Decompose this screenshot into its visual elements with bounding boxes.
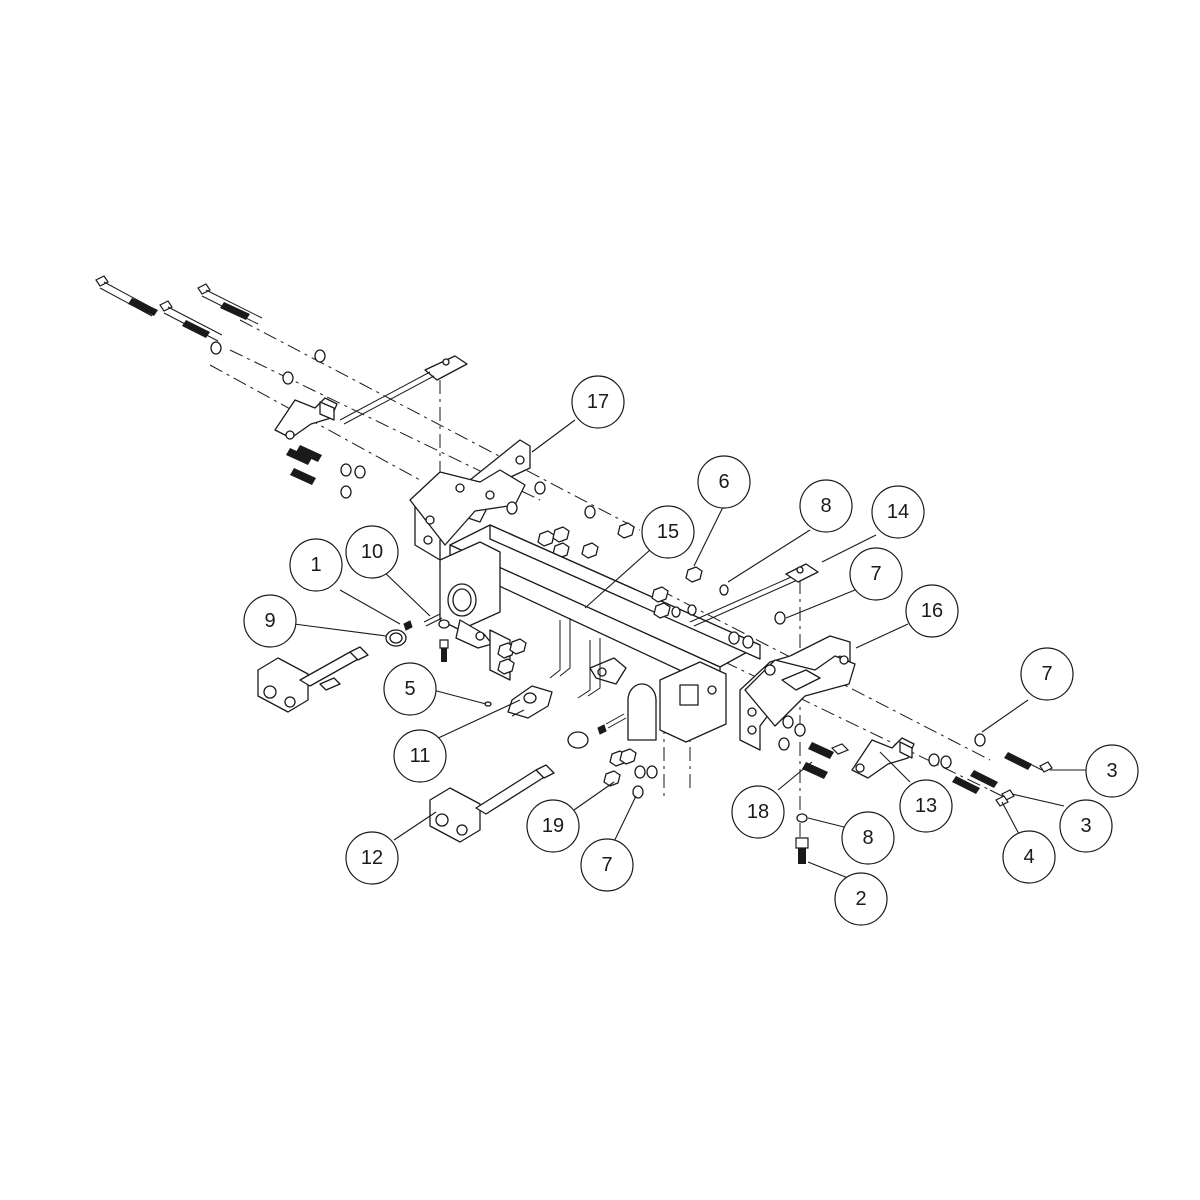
callout-circle (1059, 799, 1113, 853)
small-parts-left (385, 613, 658, 799)
callout-c8a: 8 (799, 479, 853, 533)
callout-circle (289, 538, 343, 592)
callout-number: 19 (542, 815, 564, 837)
callout-circle (243, 594, 297, 648)
callout-c8b: 8 (841, 811, 895, 865)
callout-number: 7 (601, 854, 612, 876)
callout-number: 8 (862, 827, 873, 849)
callout-c16: 16 (905, 584, 959, 638)
callout-c19: 19 (526, 799, 580, 853)
callout-number: 7 (870, 563, 881, 585)
callout-c7c: 7 (580, 838, 634, 892)
callout-number: 7 (1041, 663, 1052, 685)
bracket-16 (739, 563, 856, 751)
callout-number: 6 (718, 471, 729, 493)
callout-circle (799, 479, 853, 533)
callout-number: 15 (657, 521, 679, 543)
callout-number: 18 (747, 801, 769, 823)
callout-c3b: 3 (1059, 799, 1113, 853)
callout-number: 16 (921, 600, 943, 622)
callout-number: 12 (361, 847, 383, 869)
callout-c9: 9 (243, 594, 297, 648)
callout-number: 2 (855, 888, 866, 910)
callout-c13: 13 (899, 779, 953, 833)
callout-circle (697, 455, 751, 509)
callout-number: 10 (361, 541, 383, 563)
long-bolts-upper-left (95, 275, 326, 385)
callout-c12: 12 (345, 831, 399, 885)
callout-circle (841, 811, 895, 865)
safety-hooks (549, 573, 803, 699)
callout-number: 11 (410, 745, 431, 767)
callout-c6: 6 (697, 455, 751, 509)
callout-number: 4 (1023, 846, 1034, 868)
callout-c5: 5 (383, 662, 437, 716)
callout-c4: 4 (1002, 830, 1056, 884)
callout-circle (834, 872, 888, 926)
callout-number: 13 (915, 795, 937, 817)
callout-number: 5 (404, 678, 415, 700)
callout-circle (899, 779, 953, 833)
hardware-near-bracket-17 (286, 445, 635, 559)
callout-c2: 2 (834, 872, 888, 926)
callout-c11: 11 (393, 729, 447, 783)
callout-circle (849, 547, 903, 601)
callout-c1: 1 (289, 538, 343, 592)
hardware-near-bracket-16 (651, 566, 986, 864)
callout-number: 8 (820, 495, 831, 517)
callout-circle (345, 525, 399, 579)
callout-circle (731, 785, 785, 839)
bracket-17 (274, 355, 531, 561)
callout-circle (1020, 647, 1074, 701)
callout-circle (641, 505, 695, 559)
callout-circle (905, 584, 959, 638)
callout-number: 1 (310, 554, 321, 576)
callout-number: 3 (1080, 815, 1091, 837)
callout-c7b: 7 (1020, 647, 1074, 701)
callout-circle (383, 662, 437, 716)
callout-c15: 15 (641, 505, 695, 559)
callout-circle (571, 375, 625, 429)
pull-arms-12 (257, 646, 555, 843)
callout-c18: 18 (731, 785, 785, 839)
callout-number: 3 (1106, 760, 1117, 782)
callout-circle (393, 729, 447, 783)
callout-circle (580, 838, 634, 892)
callout-c14: 14 (871, 485, 925, 539)
callout-number: 9 (264, 610, 275, 632)
callout-number: 14 (887, 501, 909, 523)
callout-number: 17 (587, 391, 609, 413)
callout-circle (1002, 830, 1056, 884)
callout-c10: 10 (345, 525, 399, 579)
crossmember-15 (439, 524, 761, 743)
callout-c17: 17 (571, 375, 625, 429)
bracket-13-and-long-bolts (851, 737, 1053, 807)
callout-circle (871, 485, 925, 539)
callout-c3a: 3 (1085, 744, 1139, 798)
callout-circle (1085, 744, 1139, 798)
callout-circle (526, 799, 580, 853)
callout-circle (345, 831, 399, 885)
callout-c7a: 7 (849, 547, 903, 601)
